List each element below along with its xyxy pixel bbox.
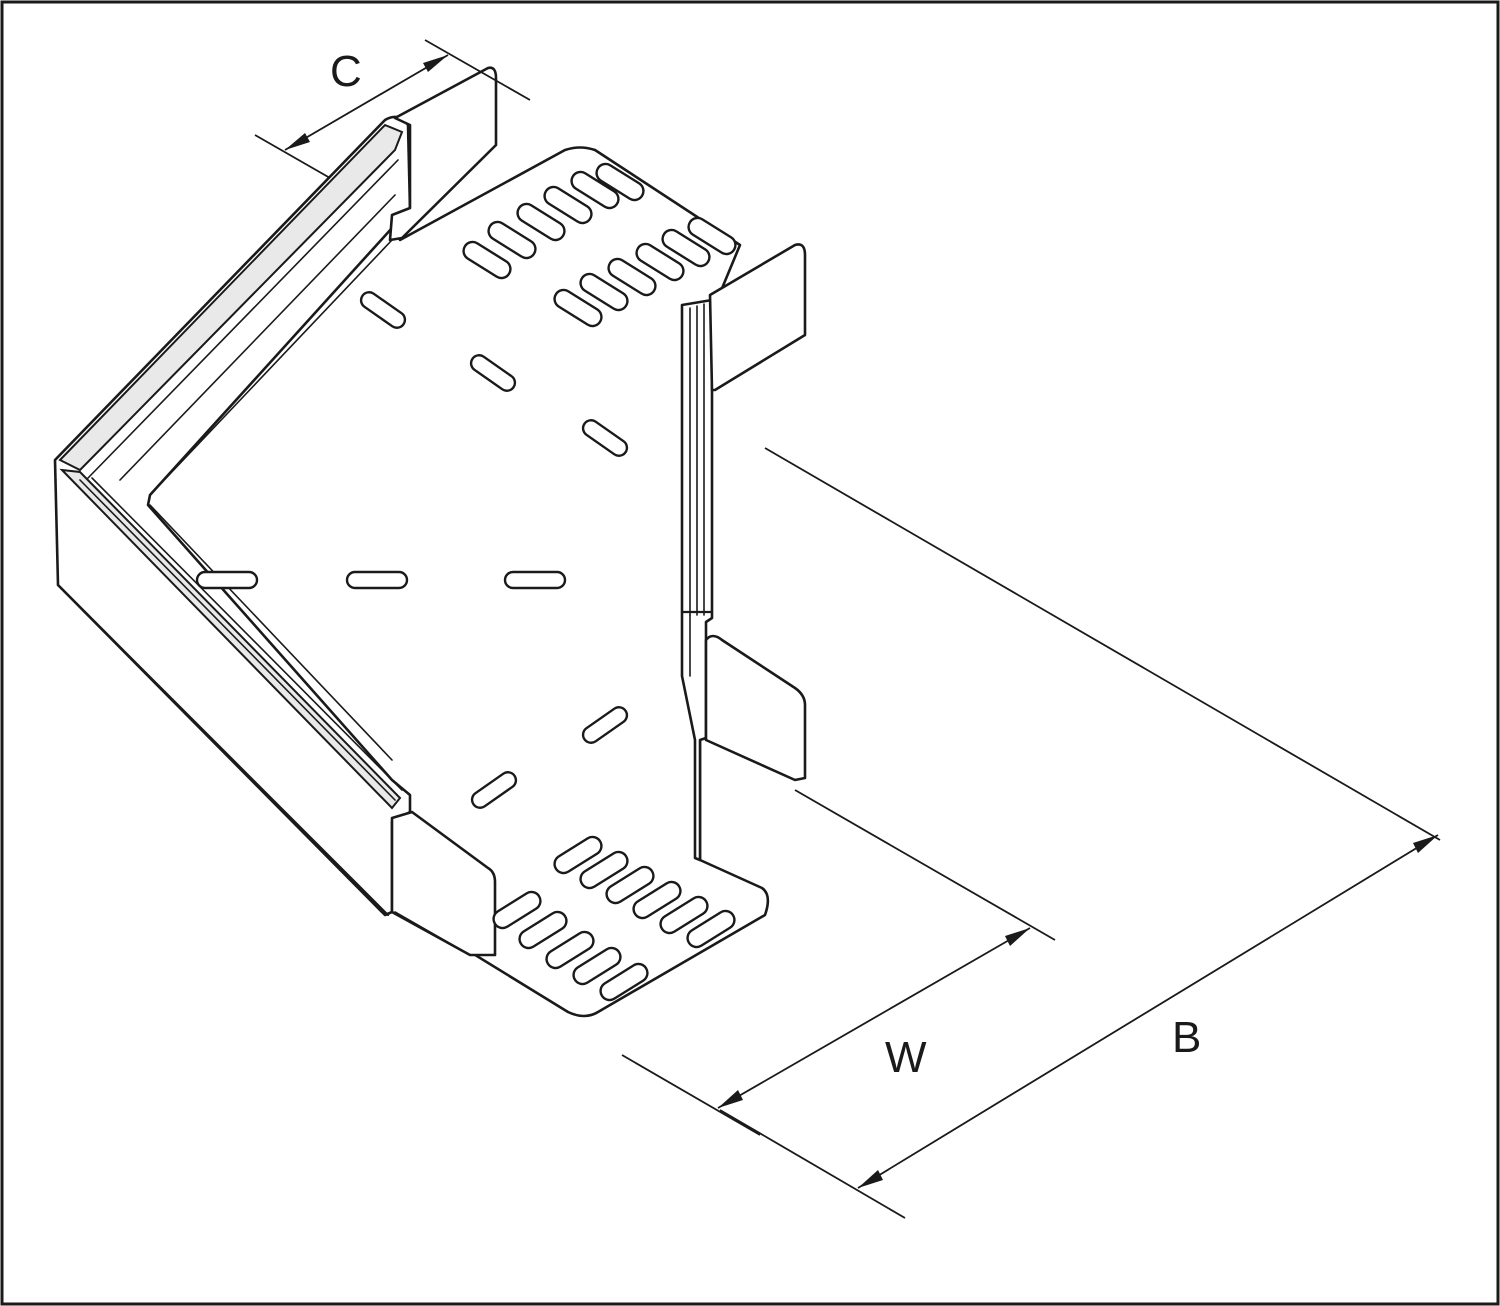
dimension-c: C <box>254 39 531 179</box>
slot <box>487 220 537 260</box>
dimension-c-label: C <box>330 47 362 96</box>
dimension-c-arrow-right <box>423 55 448 72</box>
slot <box>632 880 682 920</box>
slot <box>570 170 620 210</box>
slot <box>543 185 593 225</box>
dimension-c-extension-right <box>424 39 531 101</box>
slot <box>607 257 657 297</box>
slot <box>518 910 568 950</box>
top-end-connector-plate <box>388 66 498 242</box>
dimension-b-extension-bottom <box>719 1109 906 1219</box>
dimension-c-extension-left <box>254 134 331 179</box>
outer-rail-groove-3 <box>119 194 396 481</box>
slot <box>545 930 595 970</box>
slot <box>462 240 512 280</box>
dimension-w-arrow-top <box>1005 928 1030 946</box>
top-slot-rows <box>462 162 737 328</box>
slot <box>553 288 603 328</box>
slot <box>687 216 737 256</box>
slot <box>572 946 622 986</box>
outer-rail-groove-7 <box>149 504 393 761</box>
dimension-w-arrow-bottom <box>718 1090 743 1108</box>
slot <box>579 272 629 312</box>
outer-rail-groove-4 <box>149 239 393 496</box>
outer-rail-groove-2 <box>87 159 399 479</box>
dimension-w-extension-top <box>794 789 1056 941</box>
slot <box>581 706 629 744</box>
dimension-b-arrow-bottom <box>858 1170 883 1188</box>
slot <box>195 570 259 590</box>
inner-upper-connector-plate <box>708 243 807 392</box>
slot <box>595 162 645 202</box>
outer-rail-lower-lip <box>59 468 402 810</box>
bottom-end-connector-plate <box>390 810 497 957</box>
dimension-b-extension-top <box>764 447 1441 841</box>
outer-rail-top-lip <box>58 123 404 472</box>
dimension-w: W <box>621 789 1056 1136</box>
dimension-c-line <box>284 54 449 151</box>
bottom-plate-edge <box>394 911 471 956</box>
slot <box>470 771 518 809</box>
slot <box>516 202 566 242</box>
slot <box>659 895 709 935</box>
outer-rail-bottom-edge <box>56 583 390 917</box>
dimension-w-line <box>717 927 1031 1109</box>
outer-rail-groove-6 <box>91 477 403 791</box>
slot <box>599 962 649 1002</box>
dimension-c-arrow-left <box>285 133 310 150</box>
slot <box>345 570 409 590</box>
slot <box>686 909 736 949</box>
slot <box>359 291 407 329</box>
outer-rail-groove-5 <box>79 479 396 801</box>
dimension-w-extension-bottom <box>621 1054 761 1136</box>
slot <box>469 354 517 392</box>
slot <box>581 419 629 457</box>
dimension-w-label: W <box>885 1033 927 1082</box>
dimension-b-label: B <box>1172 1013 1201 1062</box>
slot <box>503 570 567 590</box>
dimension-b-line <box>857 834 1439 1189</box>
bottom-slot-rows <box>492 835 736 1002</box>
slot <box>579 850 629 890</box>
outer-rail-groove-1 <box>79 149 396 471</box>
slot <box>661 228 711 268</box>
inner-lower-connector-plate <box>704 634 807 782</box>
dimension-b-arrow-top <box>1413 835 1438 853</box>
slot <box>553 835 603 875</box>
bend-slots <box>195 291 629 809</box>
slot <box>605 865 655 905</box>
slot <box>492 890 542 930</box>
slot <box>635 242 685 282</box>
dimension-b: B <box>719 447 1441 1219</box>
